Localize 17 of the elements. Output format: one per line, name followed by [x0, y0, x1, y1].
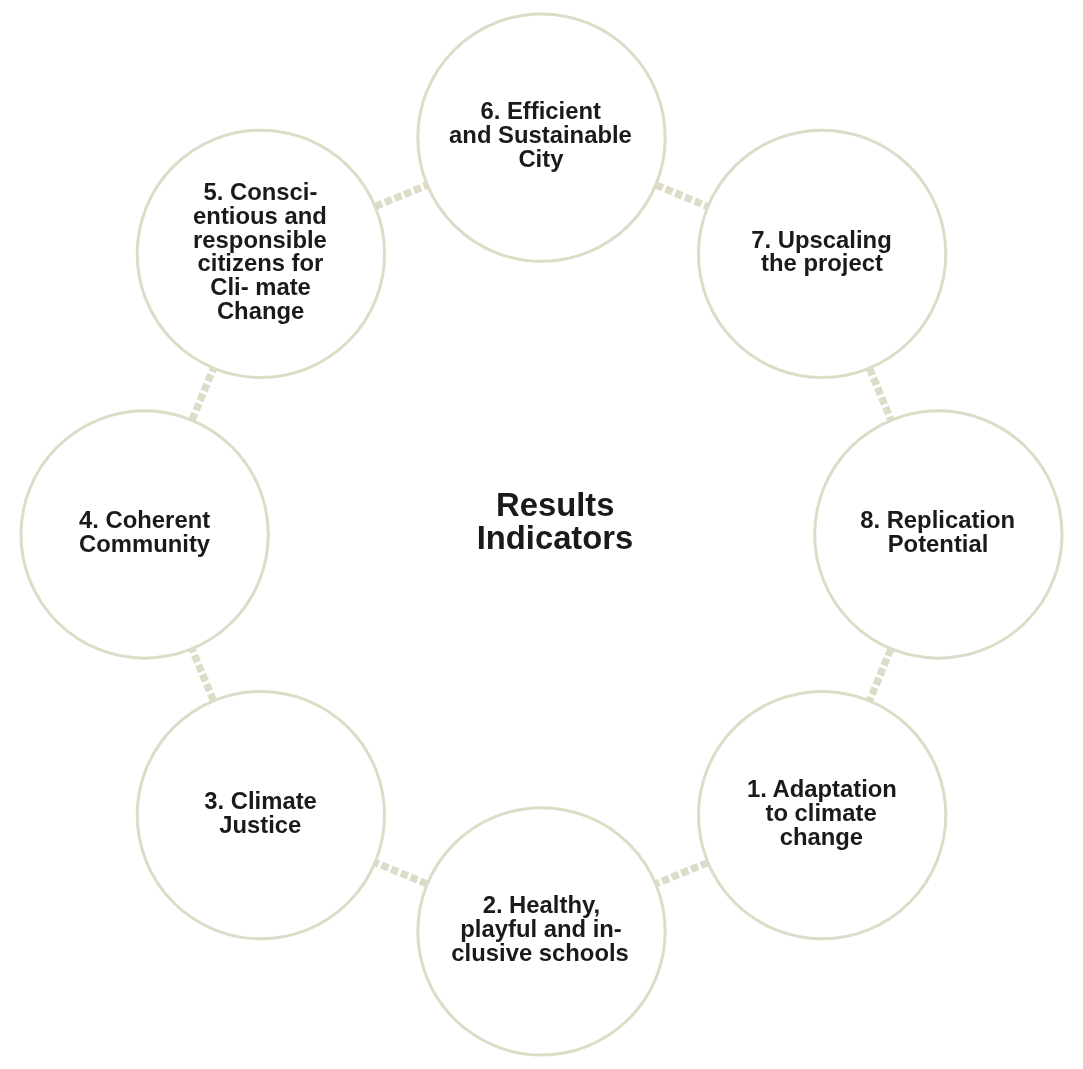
connector [188, 367, 217, 422]
connector [654, 859, 709, 888]
label: Results Indicators [476, 486, 634, 556]
connector [866, 367, 895, 422]
connector [188, 647, 217, 702]
node-circle: 5. Consci- entious and responsible citizens for Cli- mate Change [135, 128, 387, 379]
node-circle: 4. Coherent Community [19, 409, 270, 660]
connector [866, 647, 895, 702]
connector [654, 181, 709, 210]
node-circle: 8. Replication Potential [813, 409, 1064, 660]
node-circle: 7. Upscaling the project [697, 128, 948, 379]
connector [374, 859, 429, 888]
node-circle: 1. Adaptation to climate change [697, 689, 948, 941]
connector [374, 181, 429, 210]
node-circle: 2. Healthy, playful and in- clusive schools [416, 806, 667, 1057]
node-circle: 3. Climate Justice [135, 689, 387, 941]
node-circle: 6. Efficient and Sustainable City [416, 12, 667, 263]
